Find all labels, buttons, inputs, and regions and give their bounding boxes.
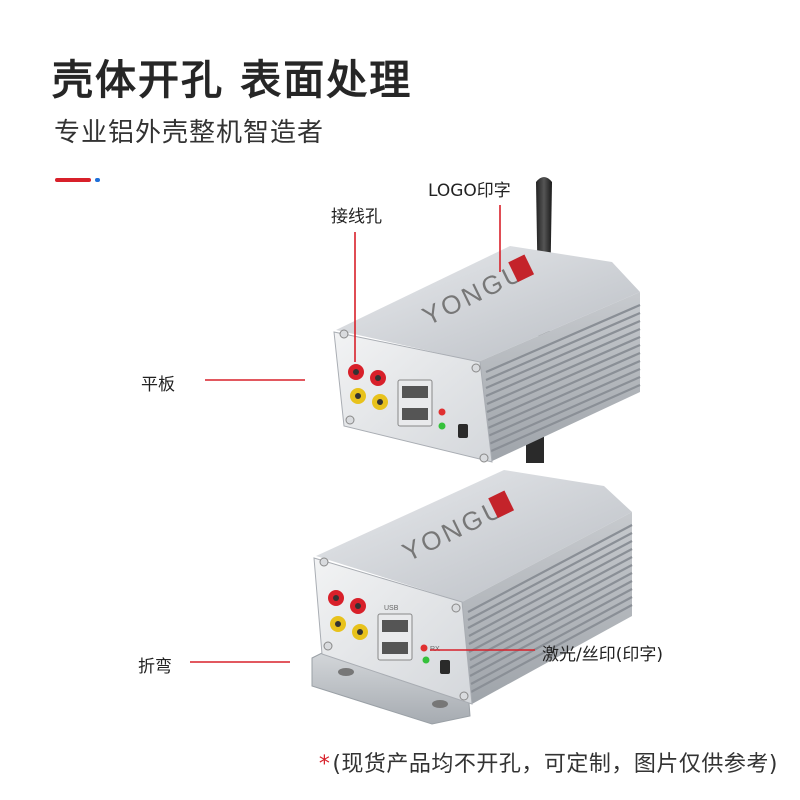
lower-usb-ports: USB [377,605,413,661]
svg-text:USB: USB [384,605,399,612]
label-laser-silk: 激光/丝印(印字) [542,645,663,665]
label-flat-plate: 平板 [141,375,175,395]
upper-enclosure: YONGU [333,246,641,463]
lower-rca-jacks [328,590,368,640]
page-subtitle: 专业铝外壳整机智造者 [54,118,325,148]
callout-lines [190,205,535,663]
page-title: 壳体开孔 表面处理 [52,56,413,104]
lower-enclosure: USB RX YONGU [311,470,633,725]
label-bending: 折弯 [138,657,172,677]
footer-note: *(现货产品均不开孔，可定制，图片仅供参考) [319,746,778,778]
footer-star: * [318,752,331,777]
label-wiring-holes: 接线孔 [331,207,382,227]
accent-dash-red [55,178,91,182]
accent-dash-blue [95,178,100,182]
footer-text: (现货产品均不开孔，可定制，图片仅供参考) [332,752,778,777]
label-logo-print: LOGO印字 [428,181,511,201]
upper-rca-jacks [348,364,388,410]
upper-usb-ports [397,379,433,427]
